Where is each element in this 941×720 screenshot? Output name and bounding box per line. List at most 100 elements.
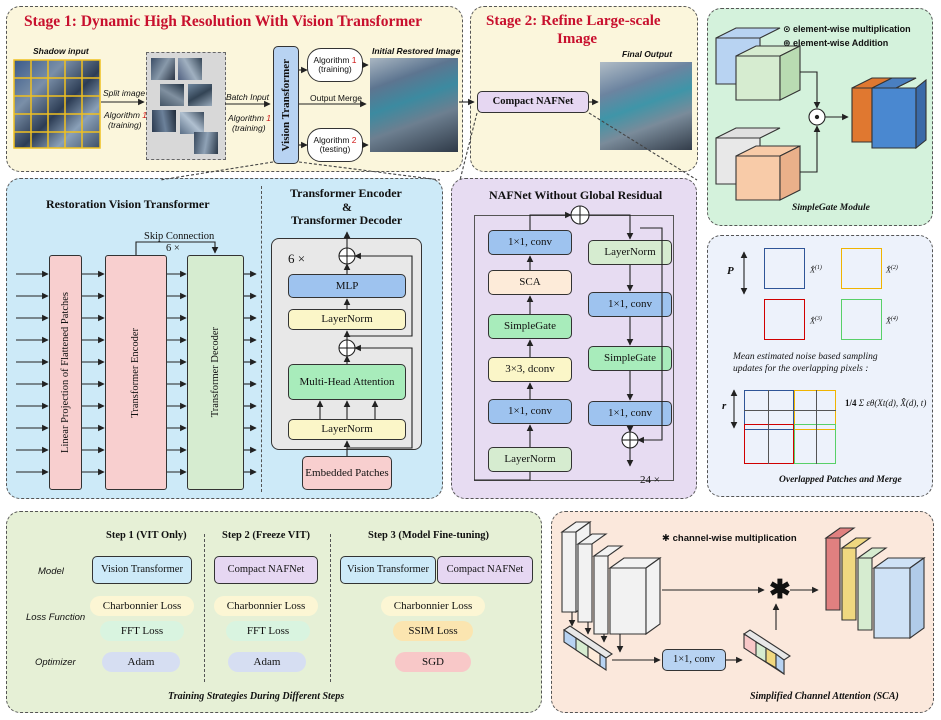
rvt-title: Restoration Vision Transformer	[46, 197, 210, 211]
stage1-vit-box: Vision Transformer	[273, 46, 299, 164]
layernorm-top-box: LayerNorm	[288, 309, 406, 330]
patch-7	[194, 132, 218, 154]
skip-connection-label: Skip Connection	[144, 231, 215, 242]
shadow-input-image	[14, 60, 100, 148]
merge-grid-h	[744, 410, 836, 411]
oplus-icon: ⊕	[783, 38, 794, 48]
algo2-testing-box: Algorithm 2 (testing)	[307, 128, 363, 162]
step3-title: Step 3 (Model Fine-tuning)	[368, 530, 490, 541]
naf-dconv-box: 3×3, dconv	[488, 357, 572, 382]
naf-left-layernorm: LayerNorm	[488, 447, 572, 472]
initial-restored-label: Initial Restored Image	[372, 46, 461, 56]
naf-right-conv-bottom: 1×1, conv	[588, 401, 672, 426]
merge-grid-v2	[816, 390, 817, 464]
s3-model-box-b: Compact NAFNet	[437, 556, 533, 584]
naf-left-conv-top: 1×1, conv	[488, 230, 572, 255]
sca-caption: Simplified Channel Attention (SCA)	[750, 691, 899, 702]
batch-input-label: Batch Input	[226, 92, 270, 102]
s3-model-box-a: Vision Transformer	[340, 556, 436, 584]
simplegate-caption: SimpleGate Module	[792, 203, 870, 213]
overlap-note-2: updates for the overlapping pixels :	[733, 364, 869, 374]
patch-yellow	[841, 248, 882, 289]
merge-grid-v	[768, 390, 769, 464]
rvt-encoder-box: Transformer Encoder	[105, 255, 167, 490]
algo1-left-training: (training)	[108, 120, 142, 130]
final-output-image	[600, 62, 692, 150]
patch-5	[152, 110, 176, 132]
row-opt-label: Optimizer	[35, 657, 76, 668]
patch-3	[160, 84, 184, 106]
step2-title: Step 2 (Freeze VIT)	[222, 530, 310, 541]
patch-2	[178, 58, 202, 80]
embedded-patches-box: Embedded Patches	[302, 456, 392, 490]
encdec-title-1: Transformer Encoder	[290, 186, 402, 200]
algo1-mid-training: (training)	[232, 123, 266, 133]
naf-left-conv-bottom: 1×1, conv	[488, 399, 572, 424]
algo1-mid-label: Algorithm 1	[228, 113, 271, 123]
overlap-note-1: Mean estimated noise based sampling	[733, 352, 878, 362]
algo1-training-box: Algorithm 1 (training)	[307, 48, 363, 82]
nafnet-title: NAFNet Without Global Residual	[489, 188, 663, 202]
s1-loss1: Charbonnier Loss	[90, 596, 194, 616]
step-divider-2	[330, 534, 331, 682]
naf-sca-box: SCA	[488, 270, 572, 295]
s1-loss2: FFT Loss	[100, 621, 184, 641]
s1-opt: Adam	[102, 652, 180, 672]
patch-1	[151, 58, 175, 80]
xhat-2: X̂(2)	[886, 265, 898, 275]
row-loss-label: Loss Function	[26, 612, 86, 623]
linear-projection-box: Linear Projection of Flattened Patches	[49, 255, 82, 490]
stage1-title: Stage 1: Dynamic High Resolution With Vi…	[24, 13, 422, 30]
overlap-caption: Overlapped Patches and Merge	[779, 475, 902, 485]
mlp-box: MLP	[288, 274, 406, 298]
rvt-decoder-box: Transformer Decoder	[187, 255, 244, 490]
merge-formula: 1/4 Σ εθ(Xt(d), X̂(d), t)	[845, 398, 927, 408]
final-output-label: Final Output	[622, 49, 673, 59]
s2-loss2: FFT Loss	[226, 621, 310, 641]
encdec-times: 6 ×	[288, 251, 306, 266]
sca-conv-box: 1×1, conv	[662, 649, 726, 671]
sca-asterisk: ✱	[769, 575, 791, 604]
xhat-3: X̂(3)	[810, 316, 822, 326]
p-label: P	[727, 265, 734, 277]
patch-blue	[764, 248, 805, 289]
patch-6	[180, 112, 204, 134]
naf-right-simplegate: SimpleGate	[588, 346, 672, 371]
legend-mul: ⊙ element-wise multiplication	[783, 24, 911, 34]
skip-times-label: 6 ×	[166, 243, 180, 254]
step1-title: Step 1 (VIT Only)	[106, 530, 187, 541]
xhat-1: X̂(1)	[810, 265, 822, 275]
xhat-4: X̂(4)	[886, 316, 898, 326]
patch-green	[841, 299, 882, 340]
s3-opt: SGD	[395, 652, 471, 672]
row-model-label: Model	[38, 566, 64, 577]
s3-loss1: Charbonnier Loss	[381, 596, 485, 616]
sca-legend: ✱ channel-wise multiplication	[662, 533, 797, 544]
shadow-input-label: Shadow input	[33, 46, 89, 56]
step-divider-1	[204, 534, 205, 682]
s2-opt: Adam	[228, 652, 306, 672]
s2-model-box: Compact NAFNet	[214, 556, 318, 584]
initial-restored-image	[370, 58, 458, 152]
split-image-label: Split image	[103, 88, 146, 98]
algo1-left-label: Algorithm 1	[104, 110, 147, 120]
r-label: r	[722, 400, 727, 412]
compact-nafnet-box: Compact NAFNet	[477, 91, 589, 113]
encdec-title-3: Transformer Decoder	[291, 213, 403, 227]
asterisk-icon: ✱	[662, 533, 673, 544]
legend-add: ⊕ element-wise Addition	[783, 38, 889, 48]
naf-right-conv-top: 1×1, conv	[588, 292, 672, 317]
s2-loss1: Charbonnier Loss	[214, 596, 318, 616]
stage2-title-1: Stage 2: Refine Large-scale	[486, 13, 661, 29]
merge-green	[794, 424, 836, 464]
encdec-title-2: &	[342, 200, 352, 214]
mha-box: Multi-Head Attention	[288, 364, 406, 400]
s3-loss2: SSIM Loss	[393, 621, 473, 641]
layernorm-bottom-box: LayerNorm	[288, 419, 406, 440]
patch-4	[188, 84, 212, 106]
nafnet-times: 24 ×	[640, 474, 660, 486]
merge-red	[744, 424, 794, 464]
stage2-title-2: Image	[557, 31, 597, 47]
patch-red	[764, 299, 805, 340]
